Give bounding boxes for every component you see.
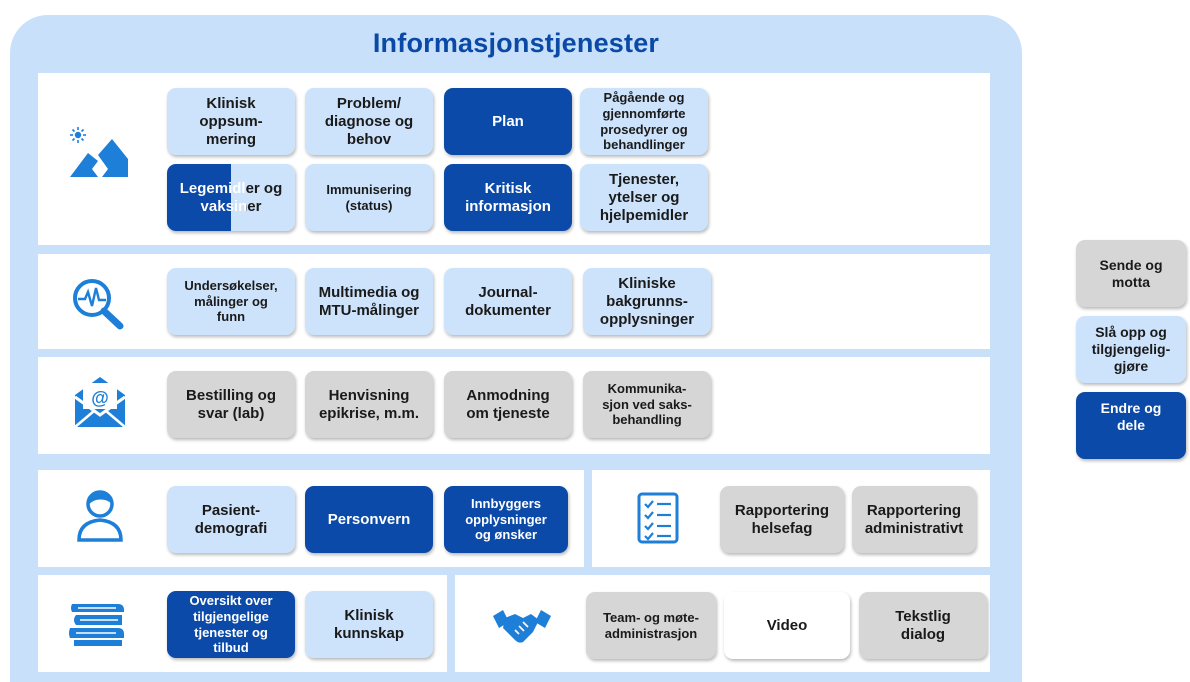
box-oversikt-tjenester: Oversikt over tilgjengelige tjenester og… [167, 591, 295, 658]
box-klinisk-oppsummering: Klinisk oppsum- mering [167, 88, 295, 155]
checklist-icon [636, 491, 680, 550]
search-pulse-icon [70, 276, 128, 335]
box-innbyggers-opplysninger: Innbyggers opplysninger og ønsker [444, 486, 568, 553]
box-multimedia: Multimedia og MTU-målinger [305, 268, 433, 335]
svg-text:@: @ [91, 388, 109, 408]
box-personvern: Personvern [305, 486, 433, 553]
box-prosedyrer-behandlinger: Pågående og gjennomførte prosedyrer og b… [580, 88, 708, 155]
email-envelope-icon: @ [72, 373, 128, 434]
legend-endre-dele: Endre og dele [1076, 392, 1186, 459]
box-bestilling-svar: Bestilling og svar (lab) [167, 371, 295, 438]
box-immunisering: Immunisering (status) [305, 164, 433, 231]
box-video: Video [724, 592, 850, 659]
handshake-icon [493, 608, 551, 651]
books-icon [68, 598, 126, 653]
box-henvisning-epikrise: Henvisning epikrise, m.m. [305, 371, 433, 438]
box-tekstlig-dialog: Tekstlig dialog [859, 592, 987, 659]
page-title: Informasjonstjenester [372, 28, 660, 58]
box-problem-diagnose: Problem/ diagnose og behov [305, 88, 433, 155]
box-team-moteadministrasjon: Team- og møte- administrasjon [586, 592, 716, 659]
box-pasientdemografi: Pasient- demografi [167, 486, 295, 553]
box-rapportering-helsefag: Rapportering helsefag [720, 486, 844, 553]
box-undersokelser: Undersøkelser, målinger og funn [167, 268, 295, 335]
legend-sende-motta: Sende og motta [1076, 240, 1186, 307]
legend-sla-opp: Slå opp og tilgjengelig- gjøre [1076, 316, 1186, 383]
box-plan: Plan [444, 88, 572, 155]
box-bakgrunnsopplysninger: Kliniske bakgrunns- opplysninger [583, 268, 711, 335]
box-anmodning: Anmodning om tjeneste [444, 371, 572, 438]
box-journaldokumenter: Journal- dokumenter [444, 268, 572, 335]
person-icon [76, 490, 124, 547]
box-kommunikasjon-saksbehandling: Kommunika- sjon ved saks- behandling [583, 371, 711, 438]
box-tjenester-ytelser: Tjenester, ytelser og hjelpemidler [580, 164, 708, 231]
box-kritisk-informasjon: Kritisk informasjon [444, 164, 572, 231]
box-legemidler-label: Legemidler og vaksiner [179, 179, 283, 215]
box-legemidler-vaksiner: Legemidler og vaksiner [167, 164, 295, 231]
box-rapportering-administrativt: Rapportering administrativt [852, 486, 976, 553]
sun-mountain-icon [68, 125, 130, 184]
box-klinisk-kunnskap: Klinisk kunnskap [305, 591, 433, 658]
